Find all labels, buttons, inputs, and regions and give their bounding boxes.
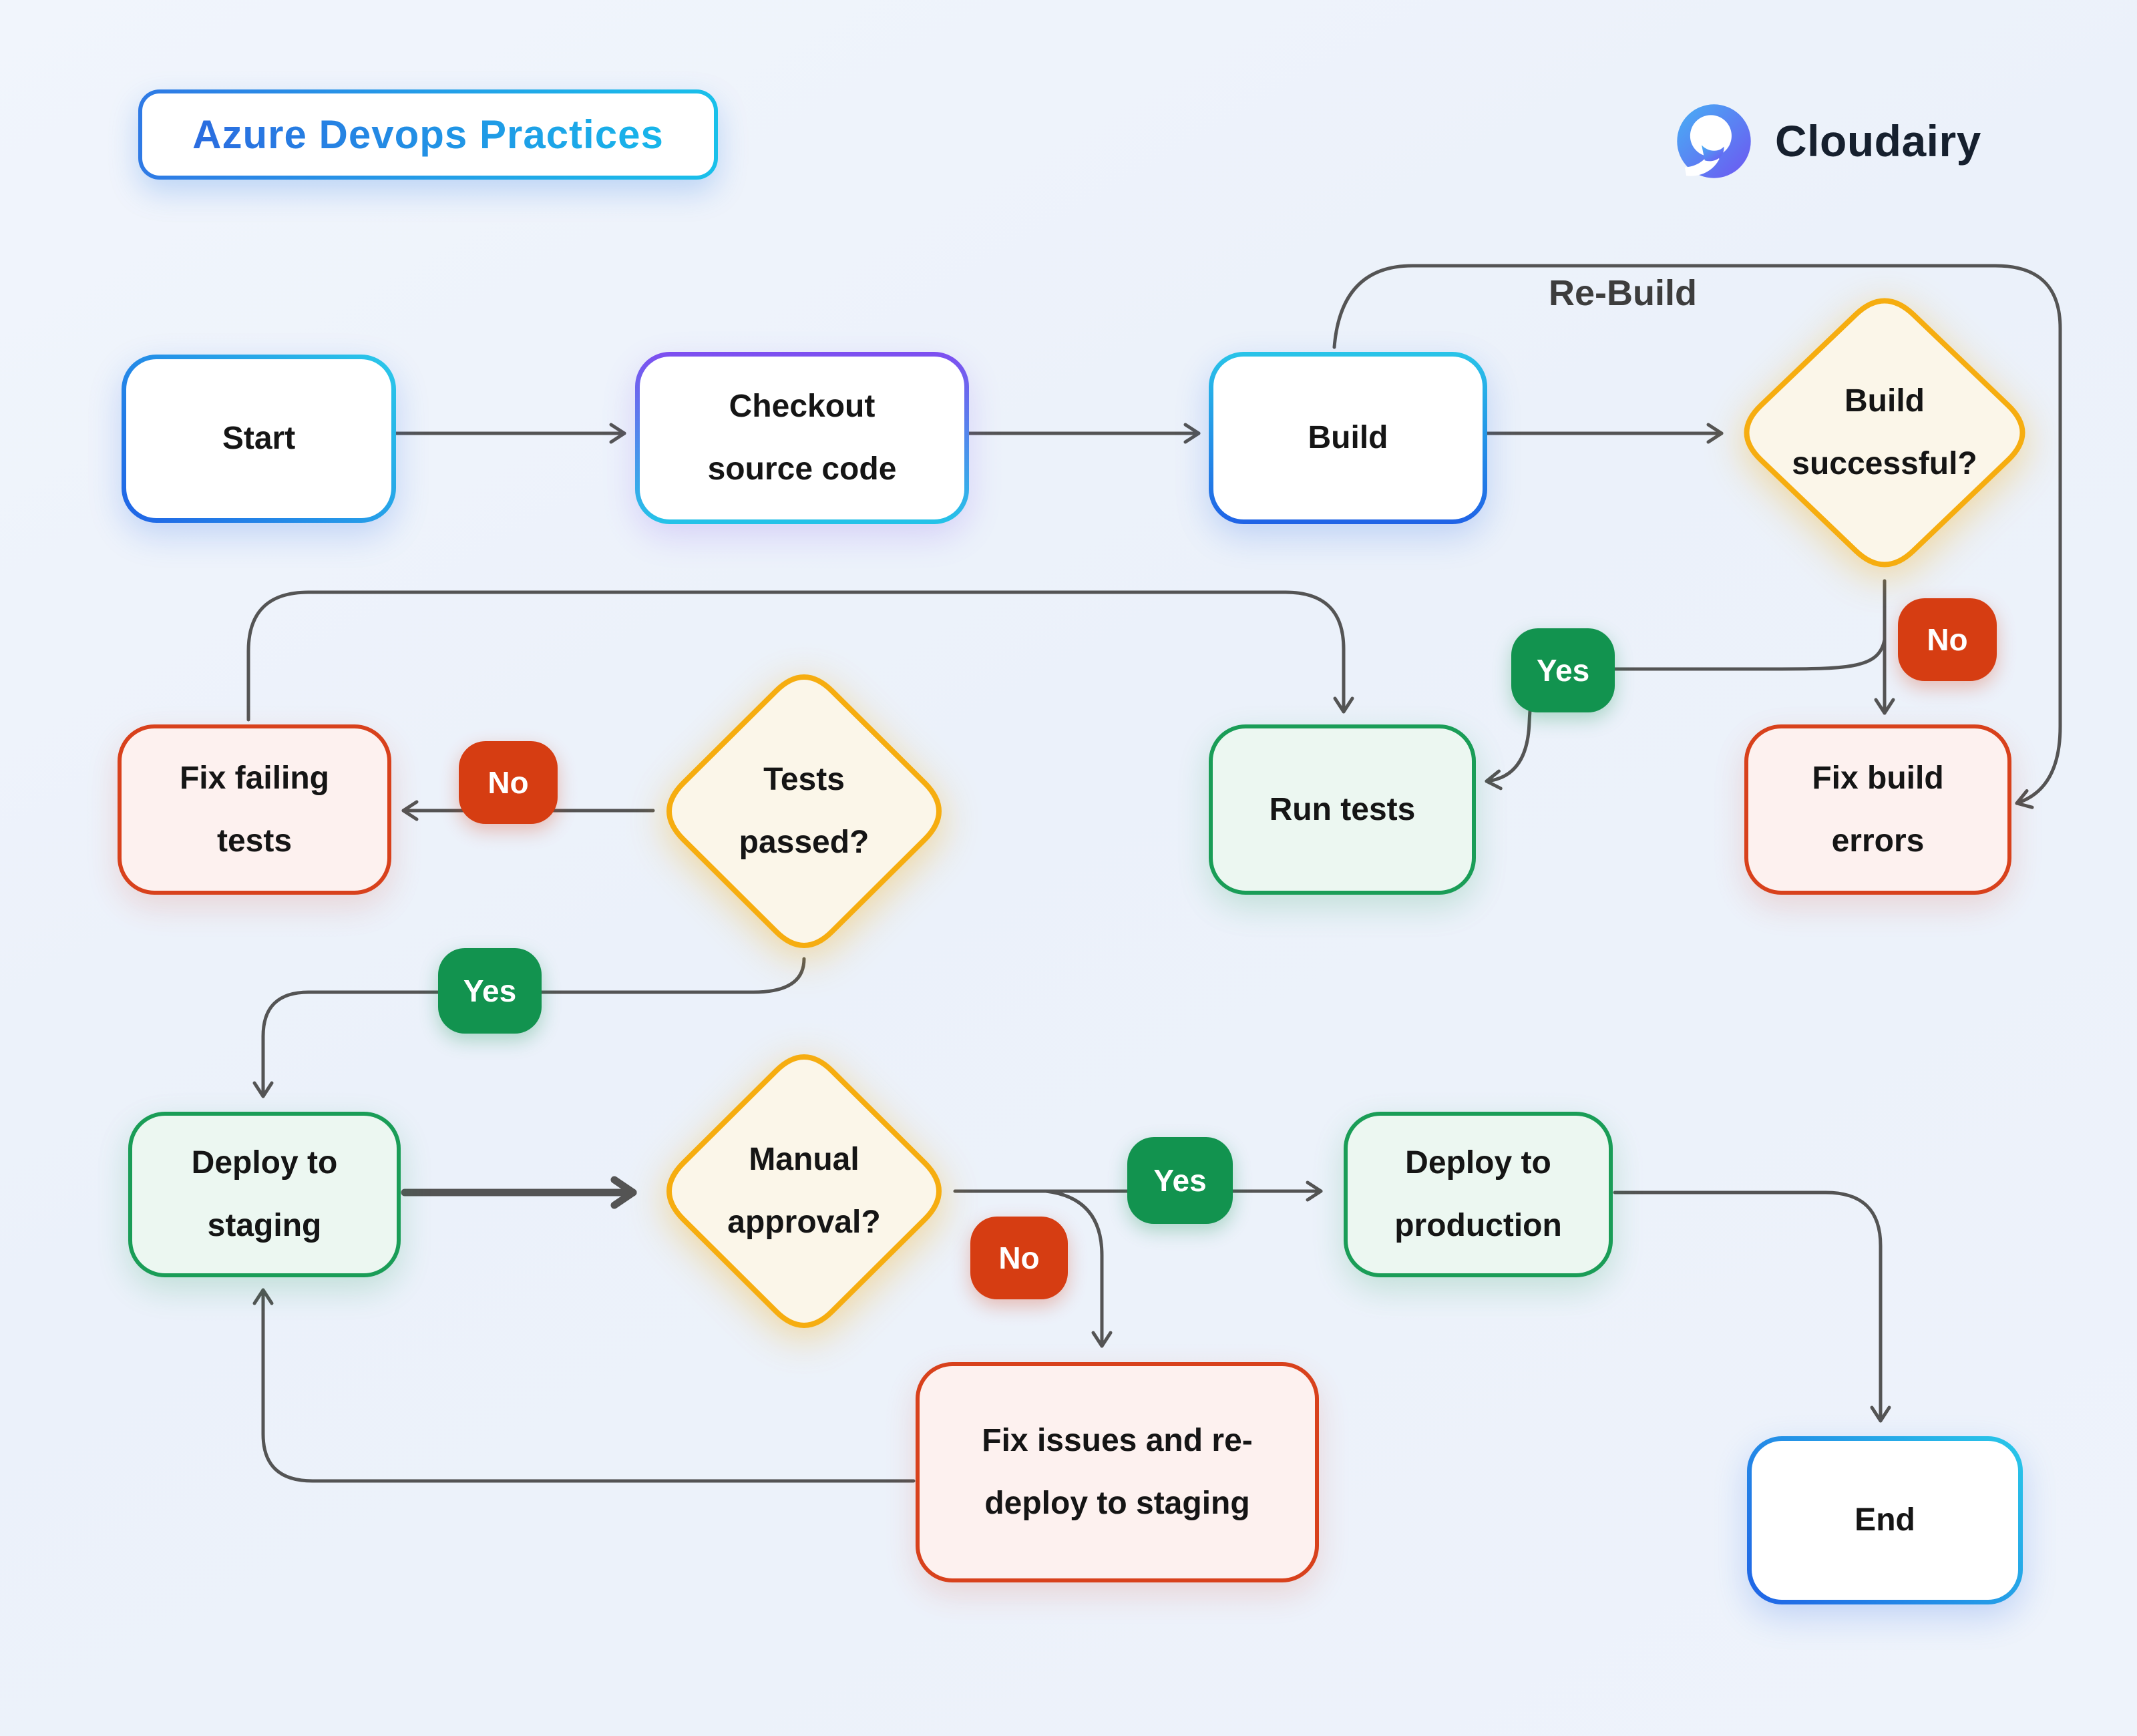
node-end[interactable]: End [1747, 1436, 2023, 1604]
yes-badge-label: Yes [1153, 1163, 1207, 1198]
edge-fix-failing-to-run-tests [246, 590, 1354, 722]
node-build[interactable]: Build [1209, 352, 1487, 524]
node-fix-issues-redeploy[interactable]: Fix issues and re- deploy to staging [916, 1362, 1319, 1582]
edge-fix-issues-to-staging [252, 1288, 916, 1483]
rebuild-edge-label: Re-Build [1549, 273, 1697, 313]
build-successful-label: Build successful? [1792, 383, 1977, 481]
build-successful-no-badge[interactable]: No [1898, 598, 1997, 681]
edge-approval-no [1044, 1189, 1113, 1348]
brand-name: Cloudairy [1775, 116, 1981, 166]
no-badge-label: No [488, 765, 529, 800]
fix-build-errors-label: Fix build errors [1812, 760, 1944, 859]
tests-passed-diamond[interactable] [666, 674, 942, 948]
no-badge-label: No [1927, 622, 1968, 657]
page-title: Azure Devops Practices [192, 112, 664, 157]
node-start[interactable]: Start [122, 355, 396, 523]
tests-passed-yes-badge[interactable]: Yes [438, 948, 542, 1034]
yes-badge-label: Yes [463, 973, 517, 1008]
node-fix-build-errors[interactable]: Fix build errors [1744, 724, 2011, 895]
edge-production-to-end [1613, 1190, 1891, 1423]
node-fix-failing-tests[interactable]: Fix failing tests [118, 724, 391, 895]
title-badge-inner: Azure Devops Practices [142, 93, 714, 176]
run-tests-label: Run tests [1269, 791, 1416, 827]
cloudairy-logo-icon [1677, 103, 1751, 178]
node-end-label: End [1752, 1441, 2018, 1600]
edge-tests-passed-yes [252, 957, 806, 1098]
node-run-tests[interactable]: Run tests [1209, 724, 1476, 895]
node-deploy-to-staging[interactable]: Deploy to staging [128, 1112, 401, 1277]
fix-failing-tests-label: Fix failing tests [179, 760, 329, 859]
deploy-staging-label: Deploy to staging [191, 1145, 338, 1243]
approval-yes-badge[interactable]: Yes [1127, 1137, 1233, 1224]
approval-no-badge[interactable]: No [970, 1217, 1068, 1299]
edge-rebuild-loop [1332, 264, 2062, 809]
manual-approval-diamond[interactable] [666, 1054, 942, 1328]
deploy-production-label: Deploy to production [1394, 1145, 1562, 1243]
tests-passed-label: Tests passed? [739, 762, 869, 860]
build-successful-yes-badge[interactable]: Yes [1511, 628, 1615, 712]
title-badge[interactable]: Azure Devops Practices [138, 89, 718, 180]
tests-passed-no-badge[interactable]: No [459, 741, 558, 824]
node-start-label: Start [126, 359, 391, 518]
yes-badge-label: Yes [1536, 653, 1590, 688]
node-checkout-source-code[interactable]: Checkout source code [635, 352, 969, 524]
brand-lockup: Cloudairy [1676, 101, 1981, 180]
no-badge-label: No [998, 1241, 1040, 1275]
manual-approval-label: Manual approval? [727, 1142, 881, 1240]
build-successful-diamond[interactable] [1744, 298, 2025, 568]
fix-issues-label: Fix issues and re- deploy to staging [982, 1423, 1253, 1521]
node-checkout-label: Checkout source code [640, 357, 964, 519]
node-build-label: Build [1213, 357, 1483, 519]
node-deploy-to-production[interactable]: Deploy to production [1344, 1112, 1613, 1277]
